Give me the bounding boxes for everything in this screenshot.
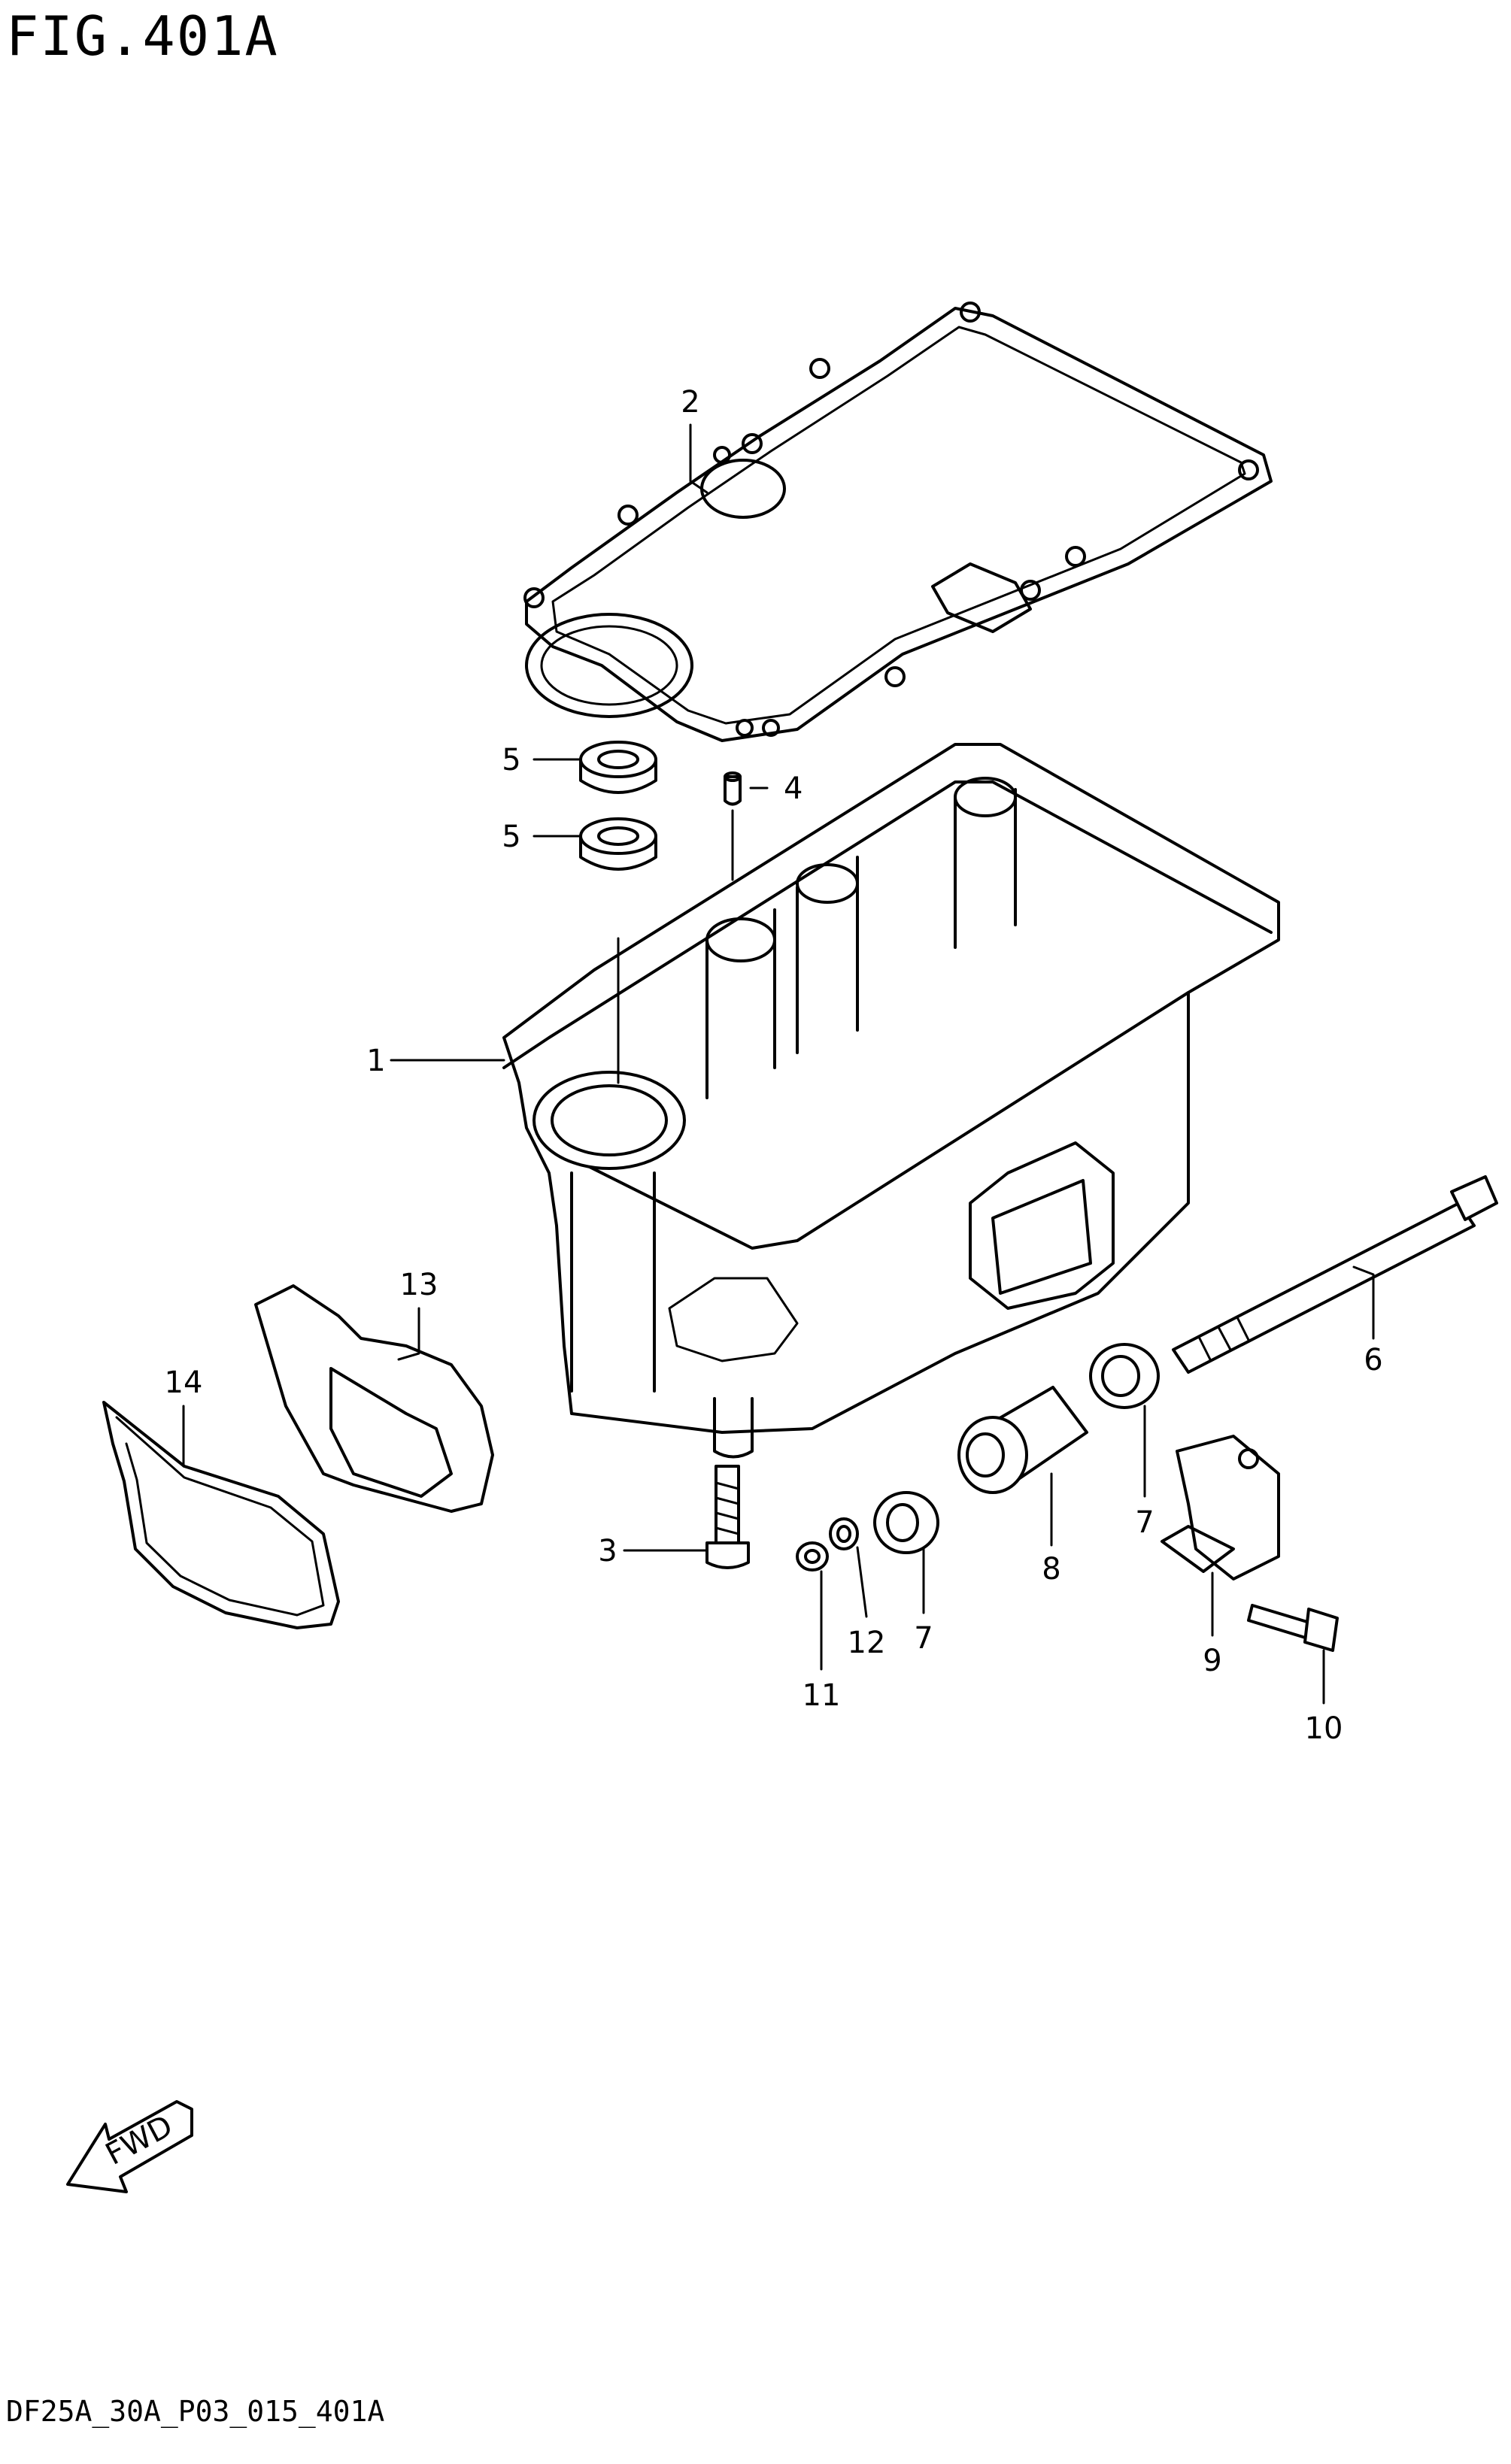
- thermostat-part: [957, 1386, 1088, 1494]
- callout-1: 1: [366, 1044, 385, 1078]
- callout-12: 12: [848, 1626, 886, 1660]
- callout-6: 6: [1364, 1343, 1382, 1377]
- housing-part: [502, 743, 1280, 1459]
- leader-lines: [182, 423, 1375, 1705]
- small-bolt-part: [1247, 1604, 1339, 1652]
- seal-ring-part: [102, 1401, 340, 1629]
- nut-part: [796, 1541, 829, 1571]
- callout-5-lower: 5: [502, 820, 520, 854]
- seal-part: [579, 741, 657, 871]
- callout-3: 3: [598, 1534, 617, 1568]
- cap-part: [873, 1343, 1160, 1554]
- bolt-part: [705, 1465, 750, 1569]
- callout-14: 14: [165, 1365, 203, 1400]
- figure-title: FIG.401A: [6, 5, 279, 68]
- callout-8: 8: [1042, 1552, 1060, 1587]
- cover-part: [1161, 1435, 1280, 1581]
- dowel-pin-part: [724, 771, 742, 806]
- grommet-part: [254, 1284, 494, 1513]
- callout-2: 2: [681, 385, 699, 420]
- forward-direction-arrow: FWD: [66, 2100, 193, 2193]
- callout-7-right: 7: [1135, 1505, 1154, 1540]
- callout-10: 10: [1305, 1711, 1343, 1746]
- callout-9: 9: [1203, 1644, 1221, 1678]
- callout-13: 13: [400, 1268, 438, 1302]
- callout-7-left: 7: [914, 1621, 933, 1656]
- callout-5-upper: 5: [502, 743, 520, 777]
- gasket-part: [523, 302, 1273, 742]
- figure-code: DF25A_30A_P03_015_401A: [6, 2395, 385, 2428]
- callout-4: 4: [784, 771, 803, 806]
- long-bolt-part: [1172, 1175, 1498, 1374]
- callout-labels: 2 5 5 4 1 3 6 7 7 8 9 10 11 12 13 14: [165, 385, 1383, 1746]
- callout-11: 11: [803, 1678, 841, 1713]
- washer-part: [829, 1517, 859, 1550]
